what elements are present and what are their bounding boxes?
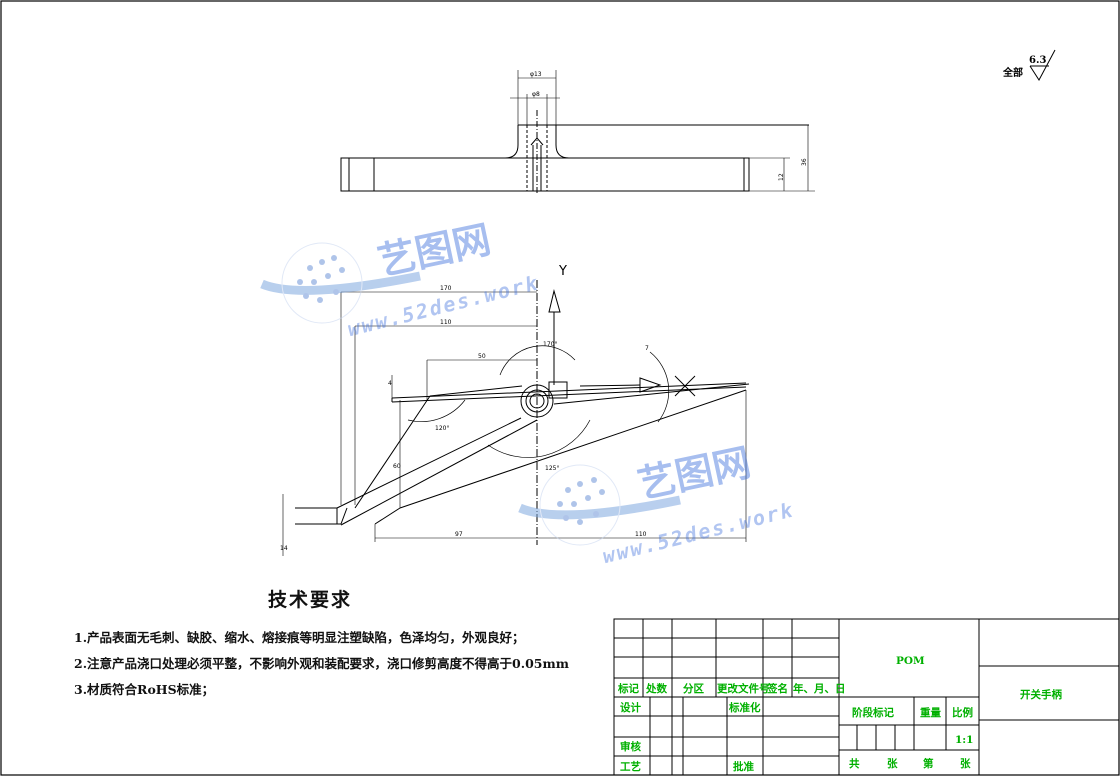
dim-60: 60	[393, 463, 401, 470]
dim-50: 50	[478, 353, 486, 360]
label-process: 工艺	[620, 760, 641, 773]
label-count: 处数	[645, 682, 667, 695]
dim-angle-left: 120°	[435, 425, 449, 432]
watermark-globe-1	[260, 242, 421, 324]
label-total: 共	[849, 757, 860, 770]
label-stage-mark: 阶段标记	[852, 706, 894, 719]
watermark-globe-2	[518, 464, 681, 546]
roughness-symbol: 全部 6.3	[1002, 49, 1056, 81]
dim-97: 97	[455, 531, 463, 538]
roughness-label: 全部	[1002, 66, 1023, 79]
dim-110b: 110	[635, 531, 647, 538]
dim-14: 14	[280, 545, 288, 552]
dim-4: 4	[388, 380, 392, 387]
scale-value: 1:1	[955, 734, 974, 746]
dim-angle-bottom: 125°	[545, 465, 559, 472]
material-value: POM	[896, 655, 925, 667]
title-block	[613, 618, 1120, 776]
note-item-1: 1.产品表面无毛刺、缺胶、缩水、熔接痕等明显注塑缺陷，色泽均匀，外观良好；	[74, 630, 525, 645]
label-review: 审核	[620, 740, 641, 753]
notes-title: 技术要求	[268, 589, 353, 611]
roughness-value: 6.3	[1029, 55, 1046, 66]
dim-7: 7	[645, 345, 649, 352]
label-sign: 签名	[766, 682, 788, 695]
top-view	[340, 70, 815, 195]
dim-top-d2: φ8	[532, 91, 540, 98]
label-design: 设计	[620, 701, 641, 714]
part-name: 开关手柄	[1020, 688, 1062, 701]
label-mark: 标记	[617, 682, 639, 695]
label-scale: 比例	[952, 706, 973, 719]
label-sheet-no: 第	[923, 757, 934, 770]
label-sheet-end: 张	[960, 757, 971, 770]
axis-y-label: Y	[558, 264, 567, 279]
dim-170: 170	[440, 285, 452, 292]
front-view	[282, 280, 750, 556]
dim-110: 110	[440, 319, 452, 326]
label-standard: 标准化	[728, 701, 761, 714]
note-item-2: 2.注意产品浇口处理必须平整，不影响外观和装配要求，浇口修剪高度不得高于0.05…	[74, 656, 569, 671]
label-sheets: 张	[887, 757, 898, 770]
label-zone: 分区	[683, 682, 704, 695]
label-change-doc: 更改文件号	[717, 682, 770, 695]
dim-top-h2: 12	[778, 173, 785, 181]
note-item-3: 3.材质符合RoHS标准；	[74, 682, 215, 697]
label-date: 年、月、日	[793, 682, 846, 695]
label-approve: 批准	[733, 760, 754, 773]
dim-angle-top: 170°	[543, 341, 557, 348]
dim-top-h1: 36	[801, 158, 808, 166]
label-weight: 重量	[920, 706, 941, 719]
dim-top-d1: φ13	[530, 71, 542, 78]
